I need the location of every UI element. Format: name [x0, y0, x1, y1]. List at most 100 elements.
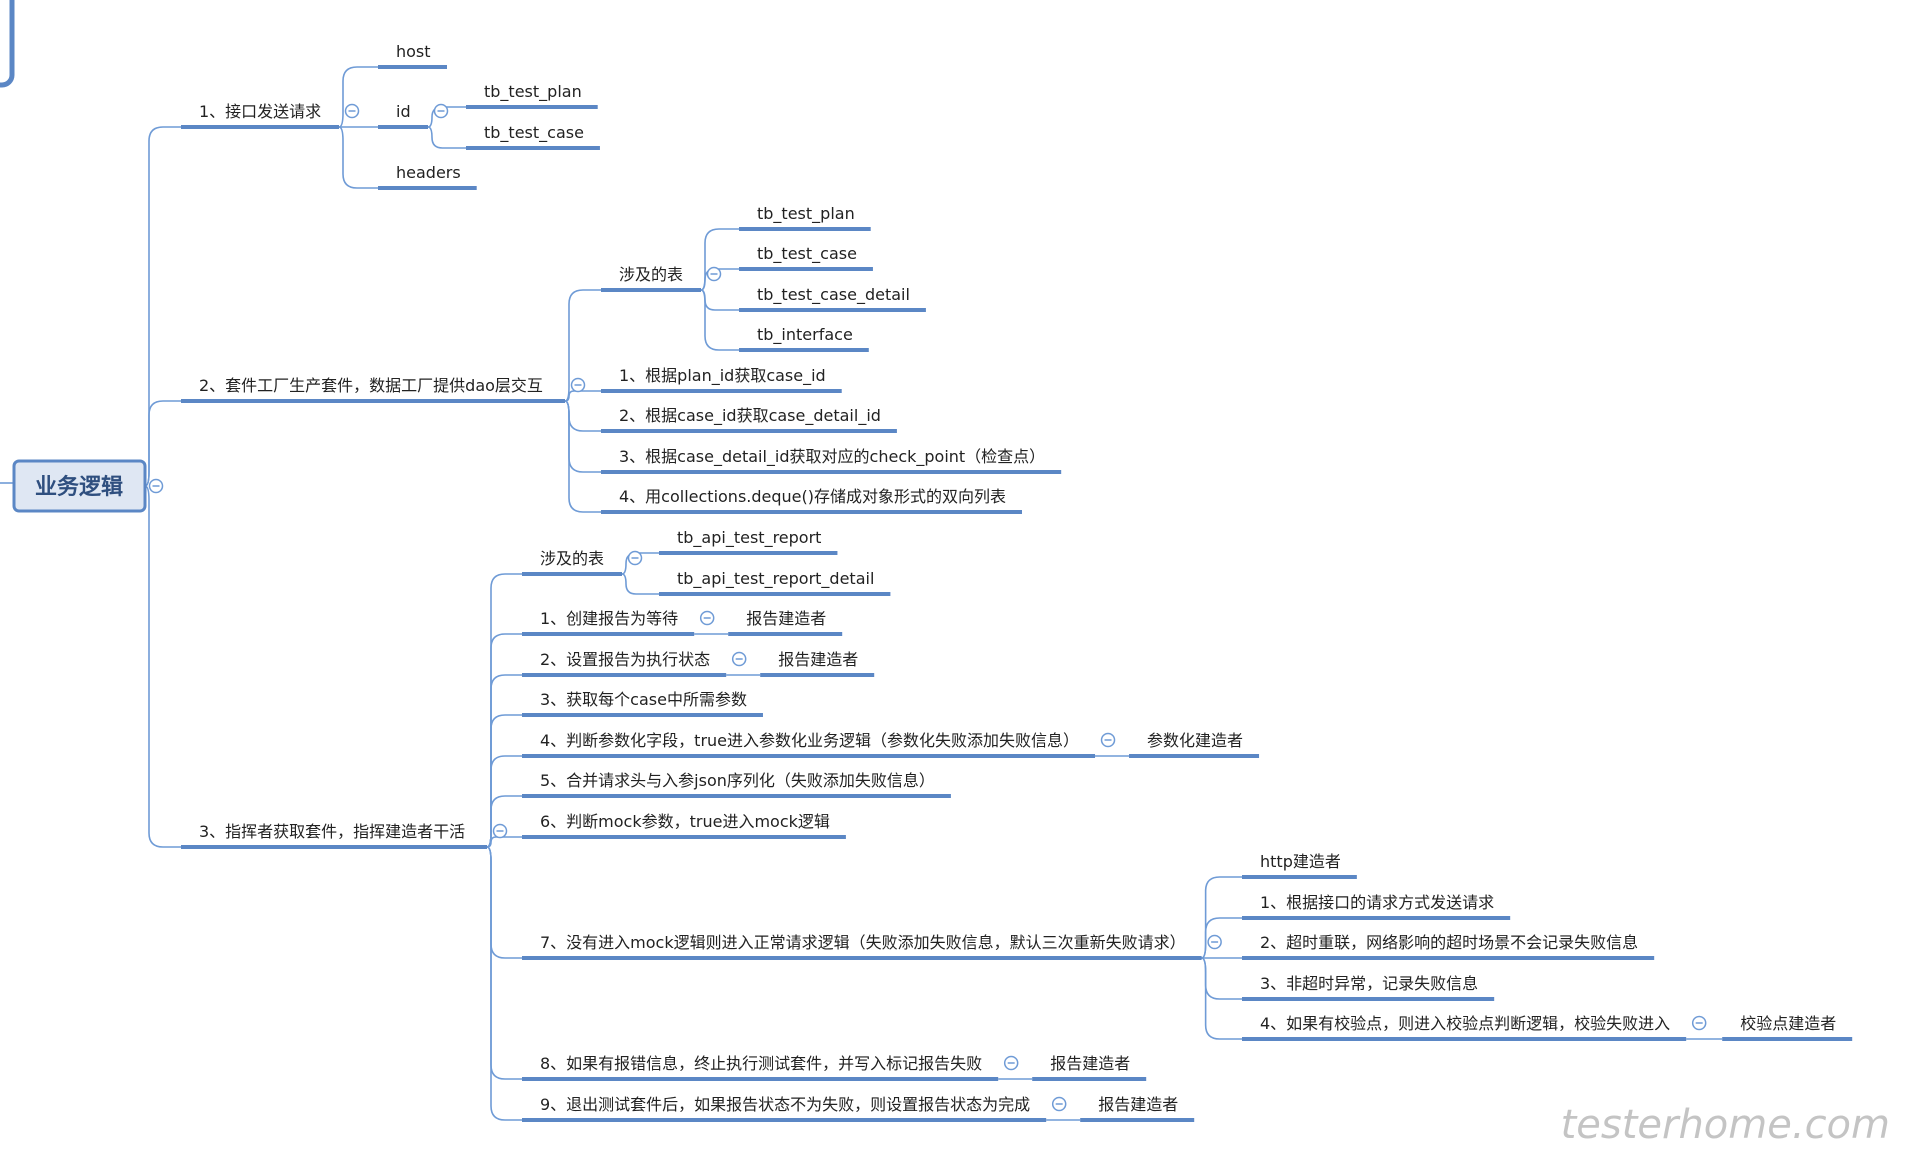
- b2-step-3[interactable]: 4、用collections.deque()存储成对象形式的双向列表: [601, 487, 1022, 514]
- b1-toggle[interactable]: [344, 103, 360, 119]
- b3-step7-child-3-label: 3、非超时异常，记录失败信息: [1260, 974, 1478, 993]
- b1-headers-label: headers: [396, 163, 461, 182]
- b3-step-1-label: 2、设置报告为执行状态: [540, 650, 710, 669]
- b2-step-1[interactable]: 2、根据case_id获取case_detail_id: [601, 406, 897, 433]
- b2-step-2[interactable]: 3、根据case_detail_id获取对应的check_point（检查点）: [601, 447, 1062, 474]
- b3-table-1[interactable]: tb_api_test_report_detail: [659, 569, 891, 596]
- b3-step7-child-1-label: 1、根据接口的请求方式发送请求: [1260, 893, 1494, 912]
- b1-id-label: id: [396, 102, 411, 121]
- b3-step7-4-child[interactable]: 校验点建造者: [1722, 1014, 1853, 1041]
- b2-tables-connectors: [700, 228, 739, 351]
- b3-step-3-label: 4、判断参数化字段，true进入参数化业务逻辑（参数化失败添加失败信息）: [540, 731, 1079, 750]
- b3-step-4-label: 5、合并请求头与入参json序列化（失败添加失败信息）: [540, 771, 935, 790]
- b3-step-4[interactable]: 5、合并请求头与入参json序列化（失败添加失败信息）: [522, 771, 951, 798]
- b3-step-7-child[interactable]: 报告建造者: [1032, 1054, 1147, 1081]
- b3-step-1-toggle[interactable]: [731, 651, 747, 667]
- b2-step-3-label: 4、用collections.deque()存储成对象形式的双向列表: [619, 487, 1006, 506]
- b2-table-2[interactable]: tb_test_case_detail: [739, 285, 926, 312]
- b2-toggle[interactable]: [570, 377, 586, 393]
- b1-id-child-1[interactable]: tb_test_case: [466, 123, 600, 150]
- b3-step-2-label: 3、获取每个case中所需参数: [540, 690, 747, 709]
- root-toggle[interactable]: [148, 478, 164, 494]
- b1-id[interactable]: id: [378, 102, 428, 129]
- root-connectors: [144, 126, 181, 848]
- b3-step-0-child[interactable]: 报告建造者: [728, 609, 843, 636]
- b2-step-1-label: 2、根据case_id获取case_detail_id: [619, 406, 881, 426]
- b3-step-0[interactable]: 1、创建报告为等待: [522, 609, 695, 636]
- b3-tables-toggle[interactable]: [627, 550, 643, 566]
- b3-step7-child-3[interactable]: 3、非超时异常，记录失败信息: [1242, 974, 1495, 1001]
- b3-step-1-child-label: 报告建造者: [778, 650, 858, 669]
- b3-step-7-toggle[interactable]: [1003, 1055, 1019, 1071]
- b2-step-0[interactable]: 1、根据plan_id获取case_id: [601, 366, 842, 393]
- b3-step7-4-child-label: 校验点建造者: [1740, 1014, 1836, 1033]
- b3-step7-child-1[interactable]: 1、根据接口的请求方式发送请求: [1242, 893, 1511, 920]
- root-node[interactable]: 业务逻辑: [12, 459, 147, 513]
- b3-step7-4-toggle[interactable]: [1691, 1015, 1707, 1031]
- b3-tables[interactable]: 涉及的表: [522, 549, 622, 576]
- b1-id-toggle[interactable]: [433, 103, 449, 119]
- b3-step-6-label: 7、没有进入mock逻辑则进入正常请求逻辑（失败添加失败信息，默认三次重新失败请…: [540, 933, 1186, 952]
- b3-step7-child-2-label: 2、超时重联，网络影响的超时场景不会记录失败信息: [1260, 933, 1638, 952]
- b3-step-8[interactable]: 9、退出测试套件后，如果报告状态不为失败，则设置报告状态为完成: [522, 1095, 1047, 1122]
- b3-step-7[interactable]: 8、如果有报错信息，终止执行测试套件，并写入标记报告失败: [522, 1054, 999, 1081]
- b3-step7-toggle[interactable]: [1207, 934, 1222, 950]
- root-label: 业务逻辑: [35, 474, 123, 500]
- b3-step-5-label: 6、判断mock参数，true进入mock逻辑: [540, 812, 830, 831]
- b2-table-1-label: tb_test_case: [757, 244, 857, 264]
- root-box: [12, 459, 147, 513]
- b3-table-1-label: tb_api_test_report_detail: [677, 569, 874, 589]
- b1-host-label: host: [396, 42, 431, 61]
- b1-headers[interactable]: headers: [378, 163, 477, 190]
- b2-table-3[interactable]: tb_interface: [739, 325, 869, 352]
- b3-step-3-toggle[interactable]: [1100, 732, 1116, 748]
- branch-3[interactable]: 3、指挥者获取套件，指挥建造者干活: [181, 822, 487, 849]
- b2-table-0[interactable]: tb_test_plan: [739, 204, 871, 231]
- branch-1[interactable]: 1、接口发送请求: [181, 102, 339, 129]
- b3-table-0[interactable]: tb_api_test_report: [659, 528, 838, 555]
- b3-toggle[interactable]: [492, 823, 508, 839]
- b3-step7-child-0[interactable]: http建造者: [1242, 852, 1357, 879]
- b2-step-0-label: 1、根据plan_id获取case_id: [619, 366, 826, 386]
- b2-tables[interactable]: 涉及的表: [601, 265, 701, 292]
- b3-step7-child-0-label: http建造者: [1260, 852, 1341, 871]
- b2-table-1[interactable]: tb_test_case: [739, 244, 873, 271]
- b2-table-2-label: tb_test_case_detail: [757, 285, 910, 305]
- b1-id-child-0-label: tb_test_plan: [484, 82, 582, 102]
- watermark: testerhome.com: [1561, 1102, 1890, 1148]
- b3-step7-child-2[interactable]: 2、超时重联，网络影响的超时场景不会记录失败信息: [1242, 933, 1655, 960]
- b2-table-0-label: tb_test_plan: [757, 204, 855, 224]
- b3-step-0-toggle[interactable]: [699, 610, 715, 626]
- b1-id-child-0[interactable]: tb_test_plan: [466, 82, 598, 109]
- branch-2[interactable]: 2、套件工厂生产套件，数据工厂提供dao层交互: [181, 376, 565, 403]
- b3-step-0-label: 1、创建报告为等待: [540, 609, 678, 628]
- b3-step-1-child[interactable]: 报告建造者: [760, 650, 875, 677]
- b1-id-child-1-label: tb_test_case: [484, 123, 584, 143]
- b1-host[interactable]: host: [378, 42, 447, 69]
- b3-step-3-child[interactable]: 参数化建造者: [1129, 731, 1260, 758]
- b3-step-0-child-label: 报告建造者: [746, 609, 826, 628]
- b3-step7-child-4-label: 4、如果有校验点，则进入校验点判断逻辑，校验失败进入: [1260, 1014, 1670, 1033]
- b3-step-6[interactable]: 7、没有进入mock逻辑则进入正常请求逻辑（失败添加失败信息，默认三次重新失败请…: [522, 933, 1202, 960]
- b3-table-0-label: tb_api_test_report: [677, 528, 821, 548]
- b3-step-7-label: 8、如果有报错信息，终止执行测试套件，并写入标记报告失败: [540, 1054, 982, 1073]
- b3-connectors: [486, 573, 522, 1121]
- b3-step7-connectors: [1201, 876, 1242, 1040]
- b2-connectors: [564, 289, 601, 513]
- b2-step-2-label: 3、根据case_detail_id获取对应的check_point（检查点）: [619, 447, 1045, 467]
- b3-step-1[interactable]: 2、设置报告为执行状态: [522, 650, 727, 677]
- b3-step7-child-4[interactable]: 4、如果有校验点，则进入校验点判断逻辑，校验失败进入: [1242, 1014, 1687, 1041]
- b2-tables-toggle[interactable]: [706, 266, 722, 282]
- b2-table-3-label: tb_interface: [757, 325, 853, 345]
- b3-step-8-label: 9、退出测试套件后，如果报告状态不为失败，则设置报告状态为完成: [540, 1095, 1030, 1114]
- b2-tables-label: 涉及的表: [619, 265, 683, 284]
- b3-step-2[interactable]: 3、获取每个case中所需参数: [522, 690, 763, 717]
- b3-step-8-toggle[interactable]: [1051, 1096, 1067, 1112]
- b3-step-8-child[interactable]: 报告建造者: [1080, 1095, 1195, 1122]
- branch-1-label: 1、接口发送请求: [199, 102, 321, 121]
- b3-step-3[interactable]: 4、判断参数化字段，true进入参数化业务逻辑（参数化失败添加失败信息）: [522, 731, 1096, 758]
- b3-step-8-child-label: 报告建造者: [1098, 1095, 1178, 1114]
- b3-step-5[interactable]: 6、判断mock参数，true进入mock逻辑: [522, 812, 846, 839]
- b3-step-7-child-label: 报告建造者: [1050, 1054, 1130, 1073]
